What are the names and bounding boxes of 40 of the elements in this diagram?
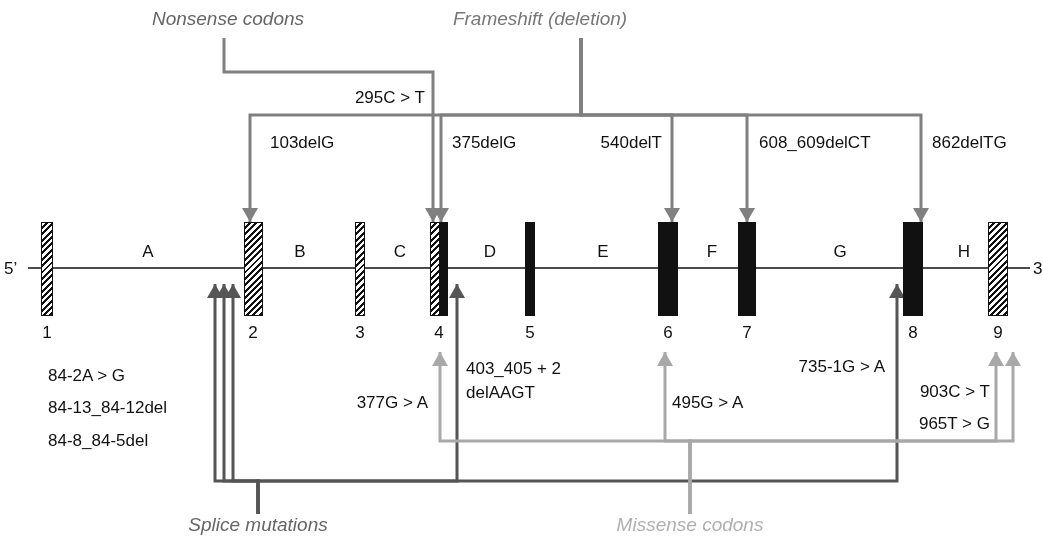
category-label: Frameshift (deletion) — [452, 8, 628, 30]
mutation-label: 403_405 + 2 delAAGT — [466, 358, 562, 404]
category-label: Splice mutations — [188, 514, 328, 536]
intron-label: C — [393, 242, 407, 262]
arrow — [256, 284, 905, 514]
mutation-label: 84-8_84-5del — [48, 431, 149, 451]
mutation-label: 540delT — [600, 133, 662, 153]
exon-number: 5 — [525, 323, 535, 343]
end-label: 3 — [1033, 259, 1043, 279]
intron-label: B — [294, 242, 306, 262]
exon-number: 9 — [993, 323, 1003, 343]
mutation-label: 903C > T — [919, 382, 990, 402]
category-label: Missense codons — [616, 514, 764, 536]
exon-number: 6 — [663, 323, 673, 343]
intron-label: H — [957, 242, 971, 262]
exon-number: 8 — [908, 323, 918, 343]
mutation-label: 103delG — [270, 133, 335, 153]
arrow — [579, 38, 929, 222]
exon-number: 2 — [248, 323, 258, 343]
mutation-label: 965T > G — [918, 414, 990, 434]
category-label: Nonsense codons — [151, 8, 305, 30]
exon-number: 7 — [742, 323, 752, 343]
mutation-label: 377G > A — [356, 393, 428, 413]
mutation-label: 495G > A — [672, 393, 744, 413]
mutation-label: 735-1G > A — [798, 357, 885, 377]
exon-number: 3 — [355, 323, 365, 343]
mutation-label: 84-13_84-12del — [48, 398, 168, 418]
exon-number: 4 — [434, 323, 444, 343]
intron-label: F — [706, 242, 718, 262]
intron-label: G — [833, 242, 847, 262]
intron-label: A — [142, 242, 154, 262]
mutation-label: 608_609delCT — [759, 133, 871, 153]
mutation-label: 295C > T — [354, 88, 425, 108]
intron-label: E — [597, 242, 609, 262]
intron-label: D — [483, 242, 497, 262]
mutation-label: 84-2A > G — [48, 366, 126, 386]
mutation-label: 862delTG — [932, 133, 1007, 153]
end-label: 5’ — [4, 259, 18, 279]
exon-number: 1 — [42, 323, 52, 343]
mutation-label: 375delG — [452, 133, 517, 153]
